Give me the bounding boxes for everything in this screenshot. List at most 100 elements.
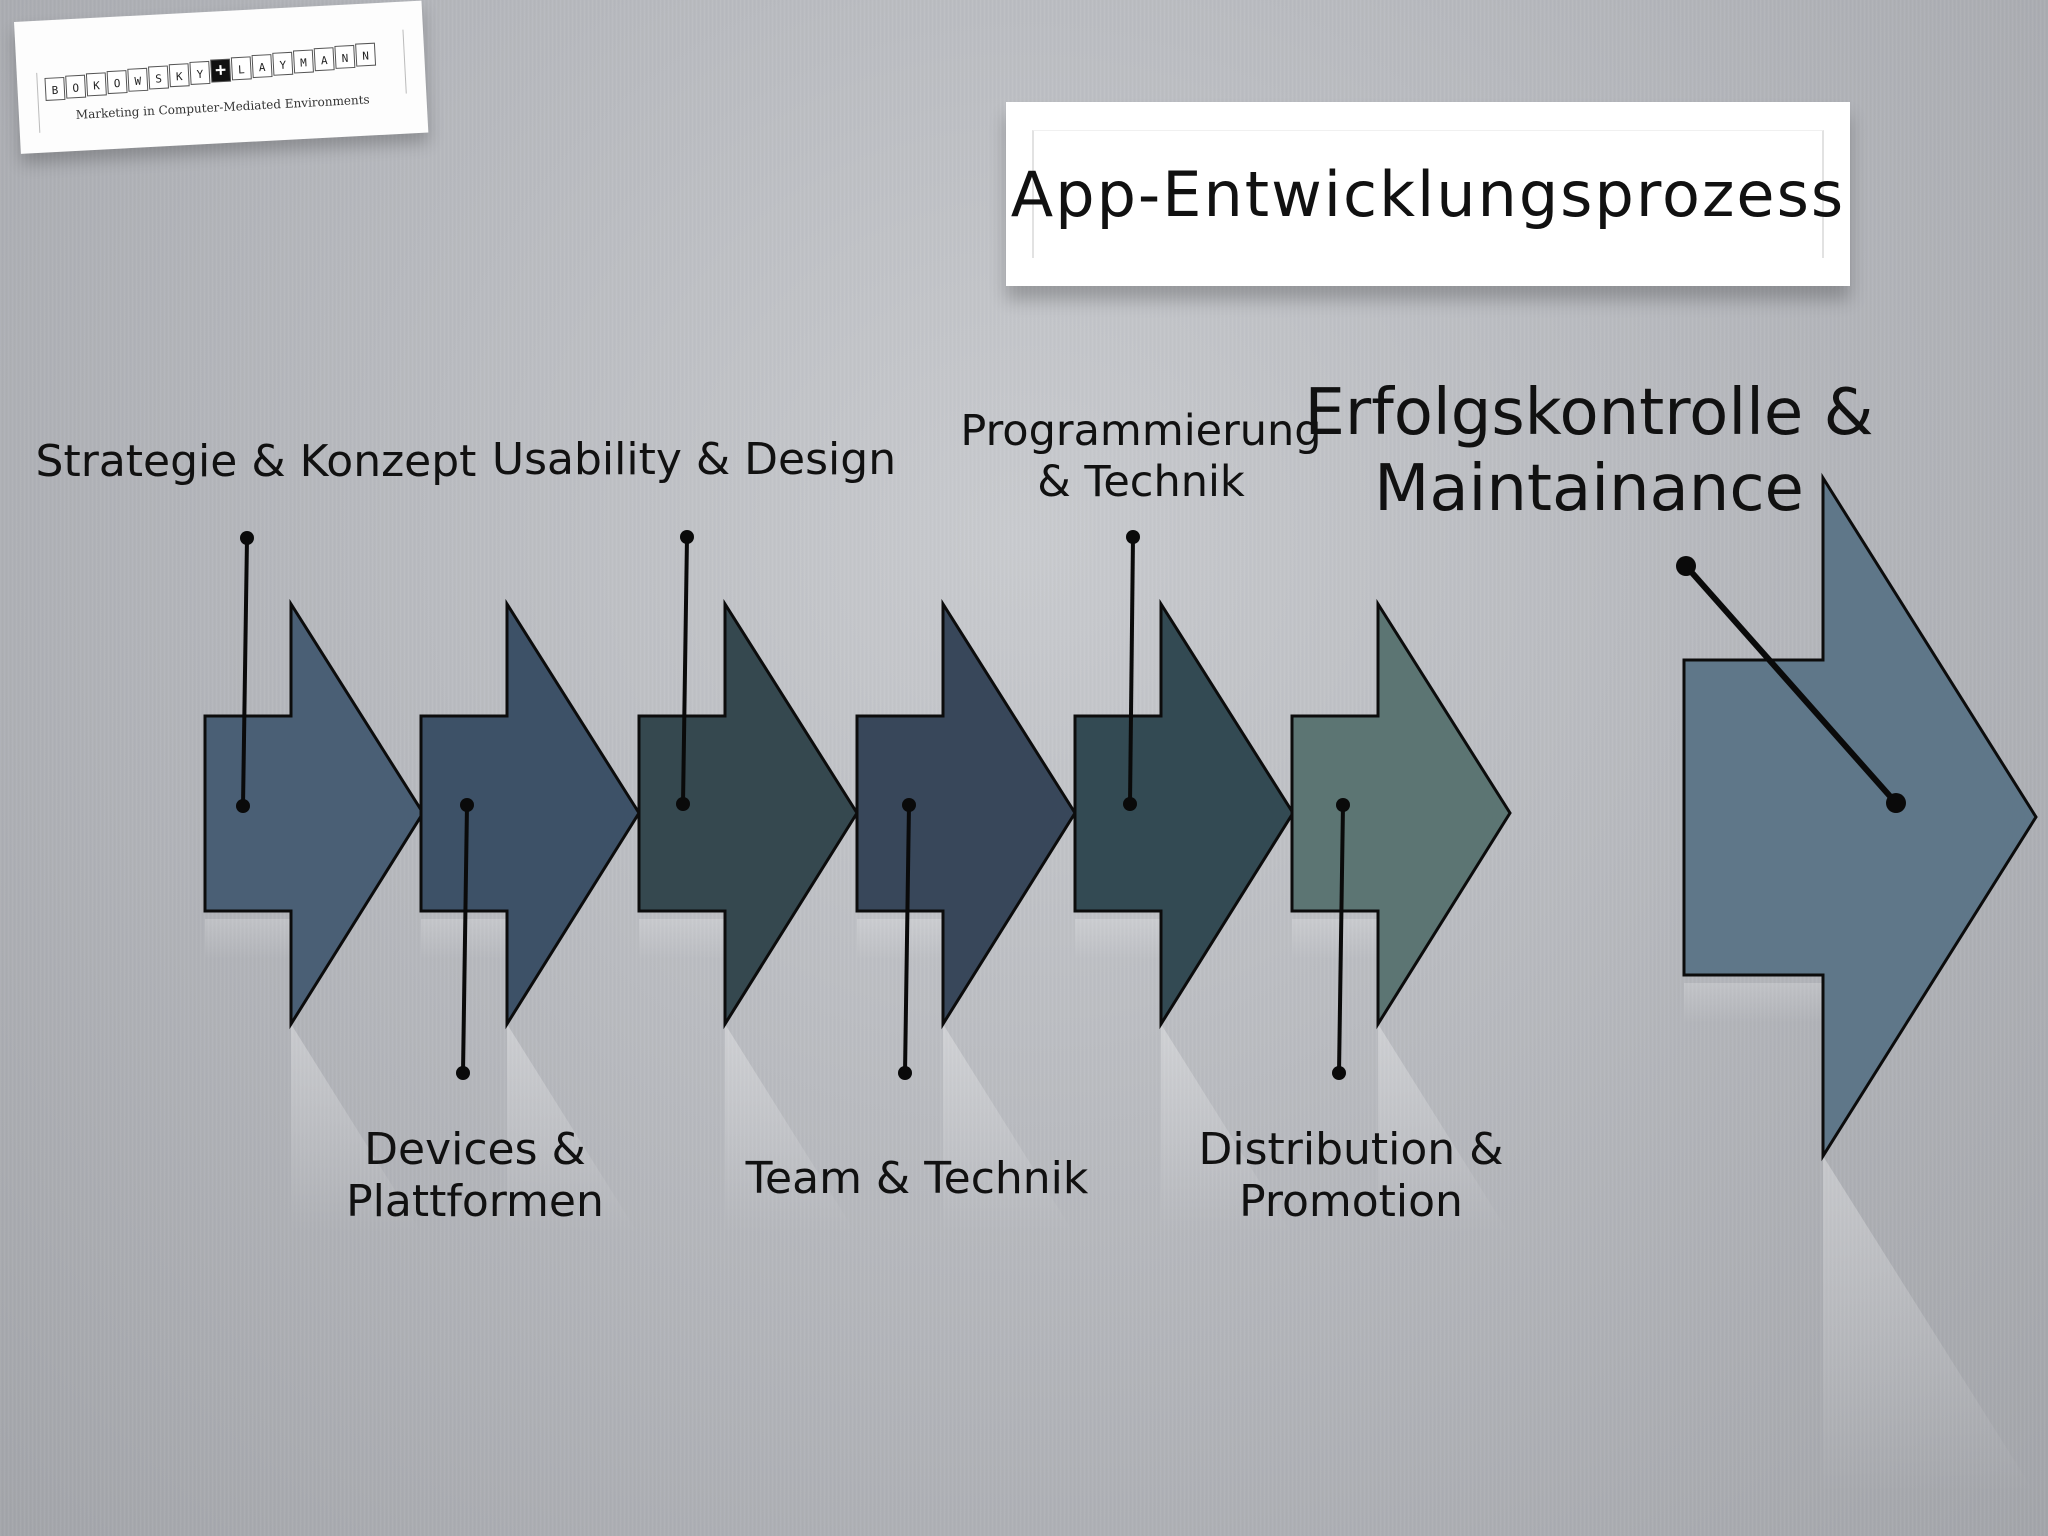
logo-letter-box <box>272 51 294 76</box>
arrow-reflection-body <box>1684 983 1823 1023</box>
arrow-reflection <box>943 1024 1075 1235</box>
logo-letter: + <box>215 59 227 81</box>
connector-line-3 <box>681 536 689 805</box>
arrow-reflection-body <box>857 919 943 959</box>
logo-rule-left <box>36 72 41 133</box>
logo-letter-box <box>189 60 211 85</box>
arrow-reflection-body <box>205 919 291 959</box>
process-arrow-6 <box>1290 598 1512 1030</box>
process-arrow-5 <box>1073 598 1295 1030</box>
process-arrow-7 <box>1682 472 2038 1162</box>
step-label-6: Distribution &Promotion <box>1051 1124 1651 1228</box>
logo-rule-right <box>402 29 407 94</box>
logo-letter-box <box>168 63 190 88</box>
connector-line-1 <box>241 537 249 807</box>
logo-letter: N <box>362 49 369 62</box>
logo-letter-box <box>65 74 87 99</box>
connector-dot-outer-5 <box>1126 530 1140 544</box>
connector-dot-outer-1 <box>240 531 254 545</box>
step-label-line: Programmierung <box>960 406 1322 456</box>
step-label-line: Team & Technik <box>745 1153 1089 1204</box>
connector-dot-outer-2 <box>456 1066 470 1080</box>
step-label-2: Devices &Plattformen <box>175 1124 775 1228</box>
connector-dot-outer-6 <box>1332 1066 1346 1080</box>
logo-letter-box <box>292 49 314 74</box>
connector-dot-outer-3 <box>680 530 694 544</box>
step-label-line: Promotion <box>1239 1175 1463 1227</box>
process-arrow-2 <box>419 598 641 1030</box>
connector-dot-inner-7 <box>1886 793 1906 813</box>
logo-letter-box <box>106 70 128 95</box>
logo-letter-box <box>313 47 335 72</box>
step-label-line: Plattformen <box>346 1175 604 1227</box>
step-label-line: Devices & <box>364 1124 586 1175</box>
arrow-reflection-body <box>639 919 725 959</box>
arrow-reflections <box>205 919 2036 1495</box>
step-label-line: Maintainance <box>1374 451 1804 526</box>
process-arrow-3 <box>637 598 859 1030</box>
logo-letter: S <box>155 72 162 85</box>
step-label-7: Erfolgskontrolle &Maintainance <box>1289 376 1889 527</box>
logo-letter: Y <box>196 68 204 81</box>
logo-letter: L <box>238 63 246 76</box>
logo-letter-box <box>148 65 169 90</box>
connector-dot-outer-4 <box>898 1066 912 1080</box>
connector-line-5 <box>1128 536 1135 805</box>
page-title: App-Entwicklungsprozess <box>1010 157 1846 231</box>
step-label-5: Programmierung& Technik <box>841 406 1441 507</box>
logo-letter-box <box>334 44 356 69</box>
process-arrow-4 <box>855 598 1077 1030</box>
connector-line-6 <box>1337 804 1345 1074</box>
arrow-reflection-body <box>1292 919 1378 959</box>
logo-letter-box <box>44 76 66 101</box>
connector-dot-inner-5 <box>1123 797 1137 811</box>
step-label-line: Usability & Design <box>491 434 897 485</box>
step-label-1: Strategie & Konzept <box>0 436 556 488</box>
connector-line-7 <box>1683 564 1899 805</box>
step-label-line: Erfolgskontrolle & <box>1304 376 1874 450</box>
arrow-reflection <box>725 1024 857 1235</box>
step-label-3: Usability & Design <box>394 434 994 486</box>
arrow-reflection <box>291 1024 423 1235</box>
step-label-4: Team & Technik <box>617 1153 1217 1205</box>
logo-letter: B <box>51 84 59 97</box>
logo-letter: K <box>93 79 101 92</box>
connector-dot-inner-6 <box>1336 798 1350 812</box>
connector-dot-inner-3 <box>676 797 690 811</box>
title-box: App-Entwicklungsprozess <box>1006 102 1850 286</box>
connector-dot-inner-4 <box>902 798 916 812</box>
logo-letter: W <box>134 75 142 88</box>
logo-letter-box <box>127 67 149 92</box>
logo-letter-box <box>85 72 107 97</box>
process-arrow-1 <box>203 598 425 1030</box>
logo-letter: Y <box>279 59 287 72</box>
logo-letter: O <box>72 81 79 94</box>
connector-dot-inner-1 <box>236 799 250 813</box>
arrow-reflection <box>507 1024 639 1235</box>
logo-letter: N <box>341 52 348 65</box>
logo-letter: A <box>321 54 329 67</box>
arrow-reflection <box>1161 1024 1293 1235</box>
connector-dot-inner-2 <box>460 798 474 812</box>
label-connectors <box>236 530 1906 1080</box>
connector-dot-outer-7 <box>1676 556 1696 576</box>
arrow-reflection <box>1823 1156 2036 1495</box>
logo-letter: K <box>176 70 184 83</box>
connector-line-2 <box>461 804 469 1074</box>
step-label-line: Distribution & <box>1198 1124 1504 1175</box>
logo-letter: A <box>258 61 266 74</box>
logo-letter-box <box>355 42 377 67</box>
logo-letter: M <box>300 56 308 69</box>
logo-letter-box <box>251 54 273 79</box>
arrow-reflection-body <box>1075 919 1161 959</box>
process-arrows <box>203 472 2038 1162</box>
logo-letter-box <box>210 58 232 83</box>
arrow-reflection <box>1378 1024 1510 1235</box>
logo-letter-box <box>230 56 252 81</box>
step-label-line: & Technik <box>1037 456 1245 507</box>
connector-line-4 <box>903 804 911 1074</box>
